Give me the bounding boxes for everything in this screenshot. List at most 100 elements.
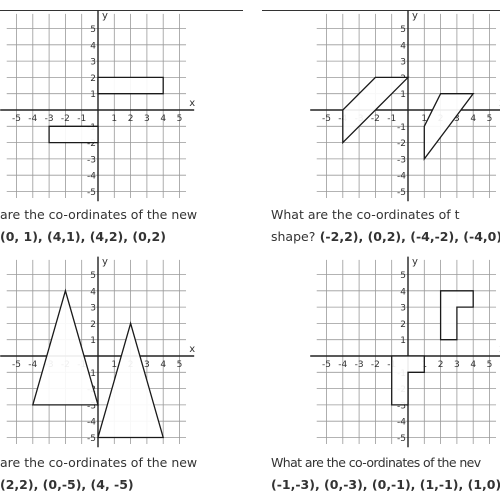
shape-transformed xyxy=(48,125,99,144)
y-tick-label: -4 xyxy=(397,172,406,182)
y-tick-label: 4 xyxy=(400,41,406,51)
y-tick-label: 4 xyxy=(90,41,96,51)
y-tick-label: -5 xyxy=(397,434,406,444)
y-axis-label: y xyxy=(102,257,108,268)
y-tick-label: 5 xyxy=(90,271,96,281)
grid-lines xyxy=(6,13,187,199)
y-tick-label: 5 xyxy=(400,271,406,281)
y-tick-label: -1 xyxy=(397,123,406,133)
question-text-bottom-left: are the co-ordinates of the new xyxy=(0,455,198,470)
x-tick-label: 3 xyxy=(454,360,460,370)
x-tick-label: -5 xyxy=(12,114,21,124)
y-tick-label: -5 xyxy=(87,188,96,198)
x-tick-label: -1 xyxy=(77,114,86,124)
x-tick-label: -4 xyxy=(338,360,347,370)
shape-original xyxy=(31,288,99,406)
x-tick-label: -3 xyxy=(355,360,364,370)
x-tick-label: 3 xyxy=(144,114,150,124)
y-tick-label: -2 xyxy=(397,139,406,149)
y-axis-label: y xyxy=(412,257,418,268)
shape-original xyxy=(97,76,164,95)
x-tick-label: 4 xyxy=(470,360,476,370)
y-tick-label: 1 xyxy=(400,90,406,100)
y-tick-label: -5 xyxy=(87,434,96,444)
y-tick-label: 1 xyxy=(400,336,406,346)
x-tick-label: 3 xyxy=(454,114,460,124)
x-axis-label: x xyxy=(189,344,195,355)
x-tick-label: 2 xyxy=(128,114,134,124)
y-tick-label: -1 xyxy=(87,369,96,379)
y-tick-label: -4 xyxy=(87,172,96,182)
y-tick-label: 5 xyxy=(90,25,96,35)
x-tick-label: -5 xyxy=(322,114,331,124)
x-tick-label: -5 xyxy=(12,360,21,370)
y-tick-label: 2 xyxy=(400,320,406,330)
answer-text-bottom-right: (-1,-3), (0,-3), (0,-1), (1,-1), (1,0) xyxy=(271,477,500,492)
top-rule-right xyxy=(262,10,500,11)
y-tick-label: 3 xyxy=(90,58,96,68)
answer-coordinates: (-1,-3), (0,-3), (0,-1), (1,-1), (1,0) xyxy=(271,477,500,492)
y-tick-label: -3 xyxy=(87,401,96,411)
x-tick-label: 1 xyxy=(111,114,117,124)
x-tick-label: -5 xyxy=(322,360,331,370)
question-text-top-left: are the co-ordinates of the new xyxy=(0,207,198,222)
grid-lines xyxy=(316,259,497,445)
grid-lines xyxy=(6,259,187,445)
x-tick-label: 5 xyxy=(177,114,183,124)
x-tick-label: 1 xyxy=(421,114,427,124)
y-tick-label: 1 xyxy=(90,336,96,346)
answer-text-bottom-left: (2,2), (0,-5), (4, -5) xyxy=(0,477,134,492)
x-axis-label: x xyxy=(189,98,195,109)
shape-original xyxy=(342,76,410,145)
question-text-top-right: What are the co-ordinates of t xyxy=(271,207,460,222)
x-tick-label: -4 xyxy=(28,360,37,370)
y-axis-label: y xyxy=(412,11,418,22)
y-tick-label: 1 xyxy=(90,90,96,100)
answer-coordinates: (2,2), (0,-5), (4, -5) xyxy=(0,477,134,492)
answer-coordinates: (0, 1), (4,1), (4,2), (0,2) xyxy=(0,229,166,244)
y-tick-label: -3 xyxy=(397,401,406,411)
x-tick-label: -1 xyxy=(387,114,396,124)
grid-lines xyxy=(316,13,497,199)
answer-coordinates: (-2,2), (0,2), (-4,-2), (-4,0) xyxy=(319,229,500,244)
y-tick-label: -2 xyxy=(87,139,96,149)
x-tick-label: 4 xyxy=(160,360,166,370)
x-tick-label: 2 xyxy=(438,360,444,370)
answer-text-top-left: (0, 1), (4,1), (4,2), (0,2) xyxy=(0,229,166,244)
x-tick-label: 3 xyxy=(144,360,150,370)
shape-original xyxy=(439,290,474,341)
shape-transformed xyxy=(391,355,425,406)
x-tick-label: -2 xyxy=(371,114,380,124)
x-tick-label: 4 xyxy=(160,114,166,124)
answer-text-top-right: shape? (-2,2), (0,2), (-4,-2), (-4,0) xyxy=(271,229,500,244)
y-tick-label: 2 xyxy=(90,320,96,330)
answer-prefix: shape? xyxy=(271,229,316,244)
y-axis-label: y xyxy=(102,11,108,22)
y-tick-label: 4 xyxy=(90,287,96,297)
y-tick-label: 5 xyxy=(400,25,406,35)
x-tick-label: 4 xyxy=(470,114,476,124)
y-tick-label: 2 xyxy=(90,74,96,84)
y-tick-label: -4 xyxy=(87,418,96,428)
x-tick-label: -2 xyxy=(61,114,70,124)
x-tick-label: 1 xyxy=(111,360,117,370)
question-text-bottom-right: What are the co-ordinates of the nev xyxy=(271,455,481,470)
x-tick-label: -2 xyxy=(371,360,380,370)
x-tick-label: 5 xyxy=(177,360,183,370)
y-tick-label: 3 xyxy=(400,304,406,314)
shape-transformed xyxy=(97,321,165,439)
y-tick-label: 4 xyxy=(400,287,406,297)
y-tick-label: 3 xyxy=(90,304,96,314)
x-tick-label: 5 xyxy=(487,360,493,370)
y-tick-label: -4 xyxy=(397,418,406,428)
y-tick-label: -3 xyxy=(87,155,96,165)
top-rule-left xyxy=(0,10,243,11)
shape-transformed xyxy=(423,93,475,161)
y-tick-label: -5 xyxy=(397,188,406,198)
x-tick-label: -3 xyxy=(45,114,54,124)
x-tick-label: 5 xyxy=(487,114,493,124)
